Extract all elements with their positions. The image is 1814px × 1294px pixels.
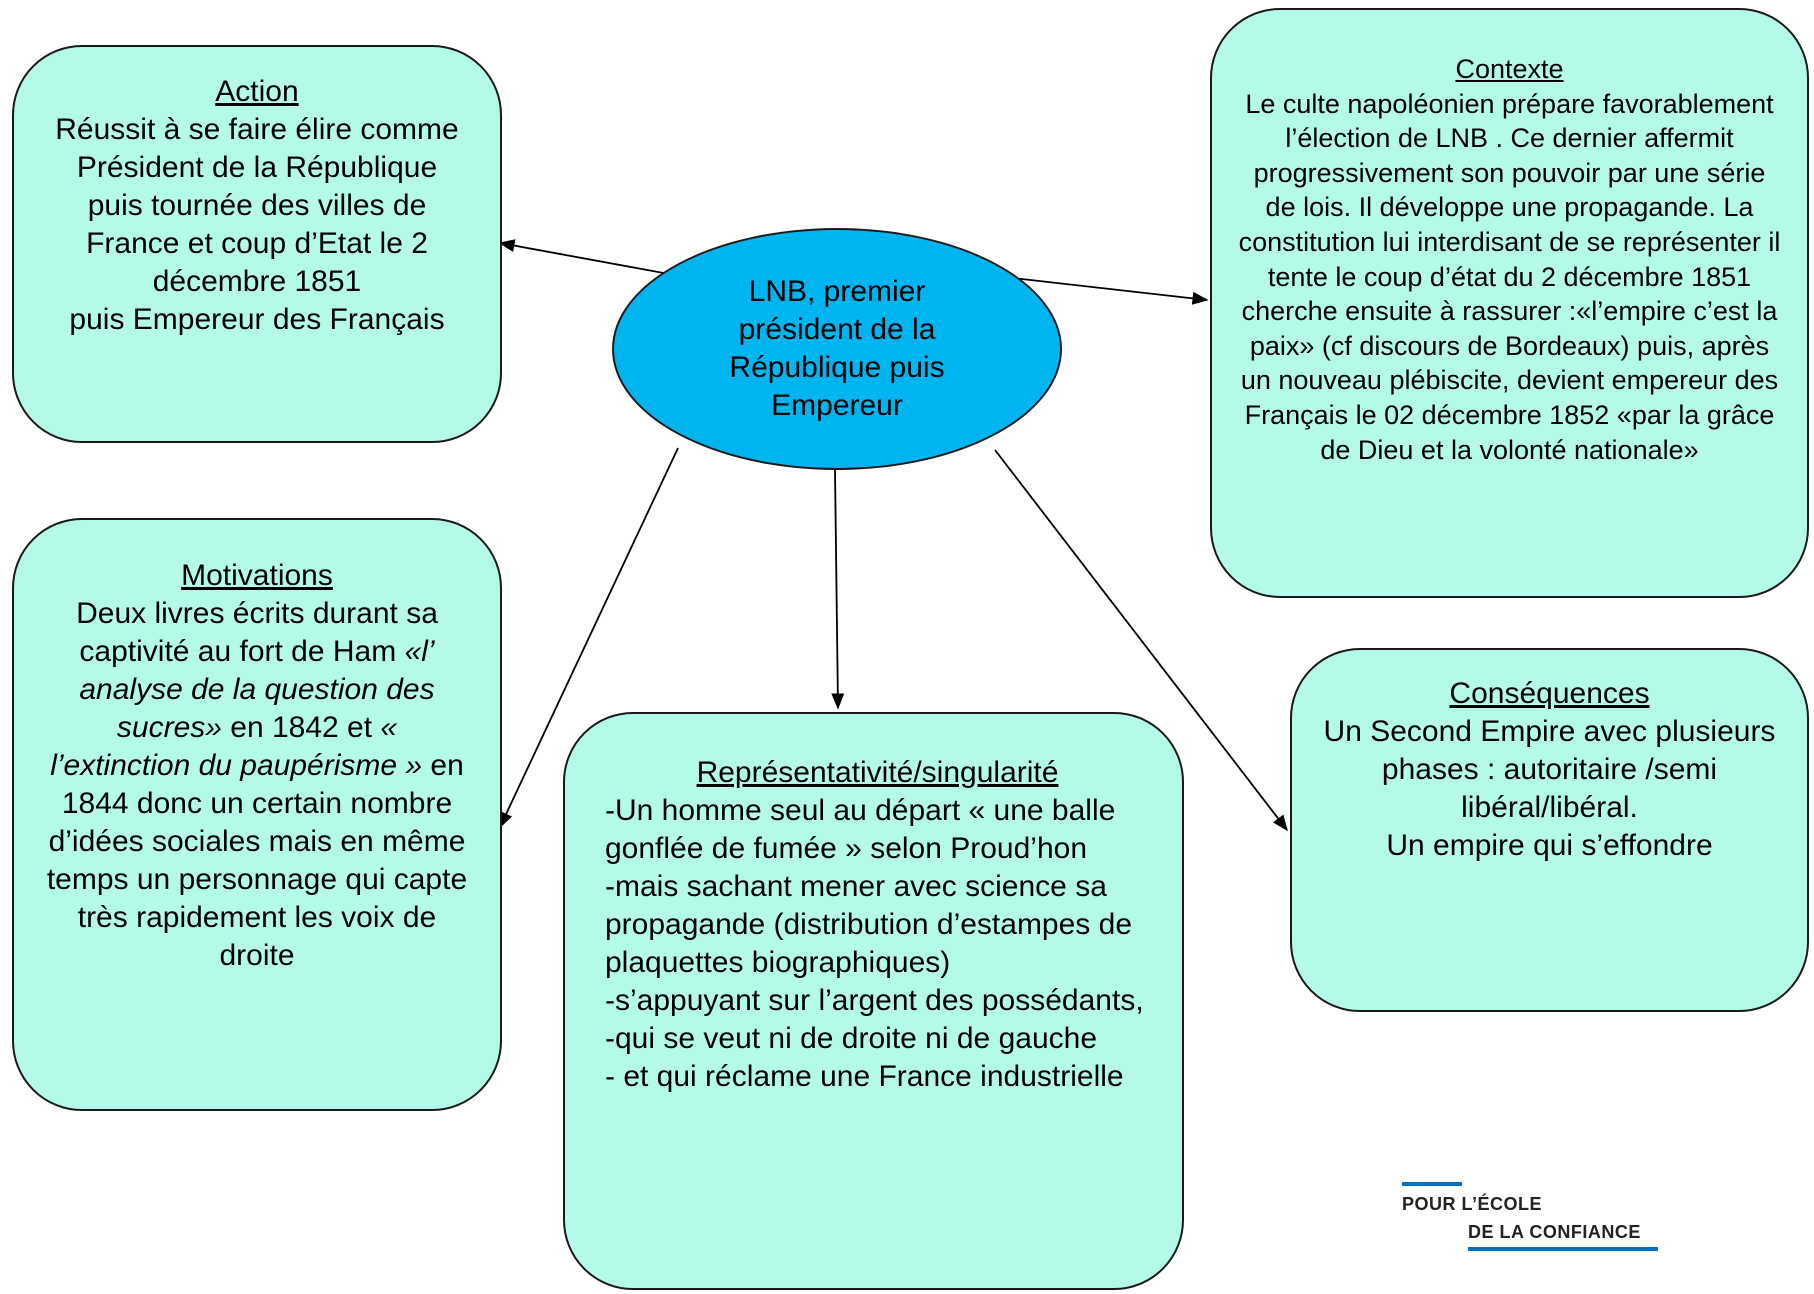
representativite-box: Représentativité/singularité -Un homme s… <box>563 712 1184 1290</box>
central-ellipse: LNB, premier président de la République … <box>612 228 1062 470</box>
motivations-heading: Motivations <box>181 559 333 592</box>
consequences-heading: Conséquences <box>1449 677 1650 710</box>
representativite-heading: Représentativité/singularité <box>696 756 1059 789</box>
consequences-box: Conséquences Un Second Empire avec plusi… <box>1290 648 1809 1012</box>
logo-accent-bar-bottom <box>1468 1247 1658 1251</box>
motivations-text-part-3: en 1844 donc un certain nombre d’idées s… <box>46 749 468 972</box>
contexte-box: Contexte Le culte napoléonien prépare fa… <box>1210 8 1809 598</box>
motivations-text-part-1: Deux livres écrits durant sa captivité a… <box>76 597 438 668</box>
book-title-sucres: «l’ analyse de la question des sucres» <box>79 635 435 744</box>
arrow-to-action <box>498 239 681 277</box>
action-box: Action Réussit à se faire élire comme Pr… <box>12 45 502 443</box>
action-heading: Action <box>215 75 299 108</box>
representativite-text: -Un homme seul au départ « une balle gon… <box>605 794 1144 1093</box>
arrow-to-motivations <box>499 447 679 829</box>
logo-line-2: DE LA CONFIANCE <box>1468 1222 1641 1242</box>
motivations-box: Motivations Deux livres écrits durant sa… <box>12 518 502 1111</box>
contexte-text: Le culte napoléonien prépare favorableme… <box>1238 88 1781 465</box>
contexte-heading: Contexte <box>1455 54 1564 84</box>
consequences-text: Un Second Empire avec plusieurs phases :… <box>1323 715 1776 862</box>
logo-line-1: POUR L’ÉCOLE <box>1402 1194 1543 1214</box>
action-text: Réussit à se faire élire comme Président… <box>55 113 459 336</box>
arrow-to-contexte <box>994 275 1209 305</box>
logo-accent-bar-top <box>1402 1182 1462 1186</box>
book-title-pauperisme: « l’extinction du paupérisme » <box>50 711 423 782</box>
motivations-text-part-2: en 1842 et <box>221 711 381 744</box>
motivations-text: Deux livres écrits durant sa captivité a… <box>44 595 470 975</box>
arrow-to-representativite <box>831 469 845 710</box>
ecole-confiance-logo: POUR L’ÉCOLE DE LA CONFIANCE <box>1402 1182 1660 1262</box>
arrow-to-consequences <box>994 449 1288 832</box>
